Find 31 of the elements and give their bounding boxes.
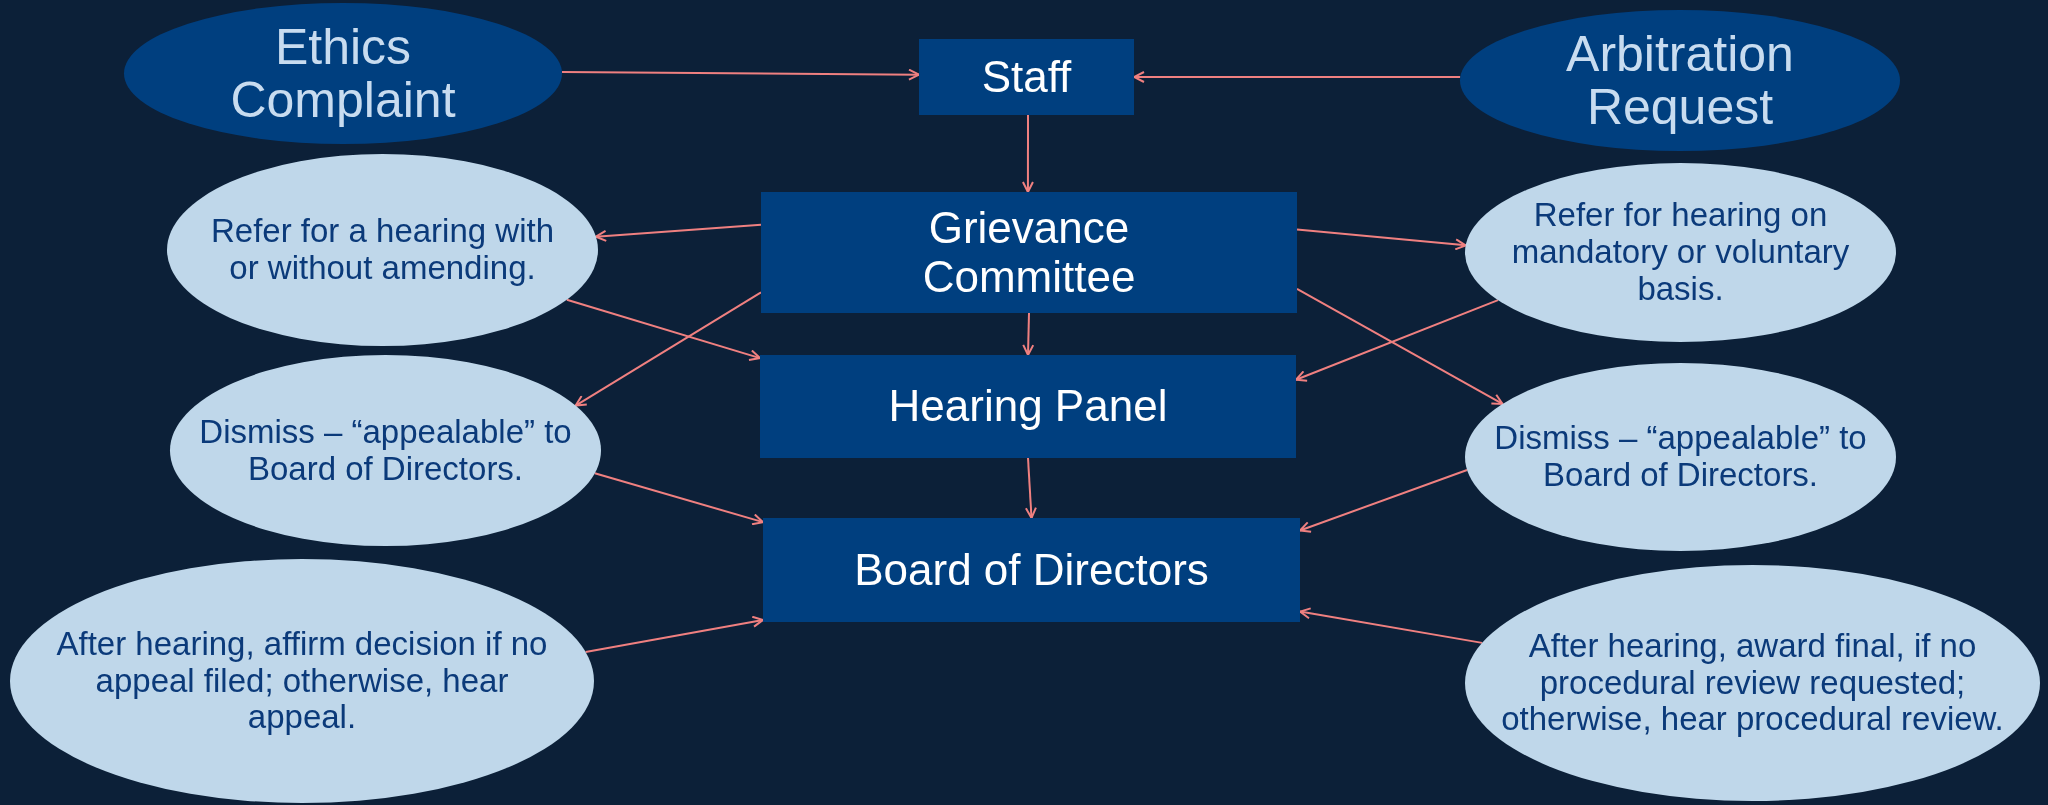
node-label: Dismiss – “appealable” to Board of Directors. bbox=[198, 413, 573, 488]
node-label: After hearing, affirm decision if no appeal filed; otherwise, hear appeal. bbox=[55, 625, 549, 737]
node-label: Ethics Complaint bbox=[229, 21, 457, 126]
node-label: Dismiss – “appealable” to Board of Directors. bbox=[1493, 420, 1868, 494]
arrow bbox=[594, 223, 762, 242]
process-box bbox=[760, 355, 1296, 458]
arrow bbox=[1021, 114, 1034, 193]
arrow bbox=[1022, 312, 1035, 356]
arrow bbox=[1024, 457, 1037, 519]
node-label: Board of Directors bbox=[854, 545, 1209, 595]
arrow bbox=[1296, 228, 1467, 251]
process-box bbox=[919, 39, 1134, 115]
arrow bbox=[584, 615, 764, 653]
arrow bbox=[1299, 607, 1484, 644]
process-box bbox=[761, 192, 1297, 313]
node-label: Arbitration Request bbox=[1565, 28, 1795, 133]
arrow bbox=[1296, 287, 1504, 405]
node-label: Refer for a hearing with or without amending. bbox=[210, 213, 555, 287]
arrow bbox=[565, 298, 761, 361]
node-label: Staff bbox=[981, 52, 1072, 102]
arrow bbox=[1295, 299, 1499, 382]
node-label: Refer for hearing on mandatory or voluntary basis. bbox=[1510, 197, 1851, 308]
arrow bbox=[560, 68, 920, 81]
node-label: Grievance Committee bbox=[921, 204, 1137, 301]
arrow bbox=[574, 291, 762, 407]
node-label: Hearing Panel bbox=[888, 382, 1168, 431]
arrow bbox=[1299, 469, 1469, 533]
arrow bbox=[593, 472, 764, 526]
process-box bbox=[763, 518, 1300, 622]
arrow bbox=[1133, 71, 1462, 83]
node-label: After hearing, award final, if no procedural review requested; otherwise, hear procedural review. bbox=[1500, 627, 2005, 739]
